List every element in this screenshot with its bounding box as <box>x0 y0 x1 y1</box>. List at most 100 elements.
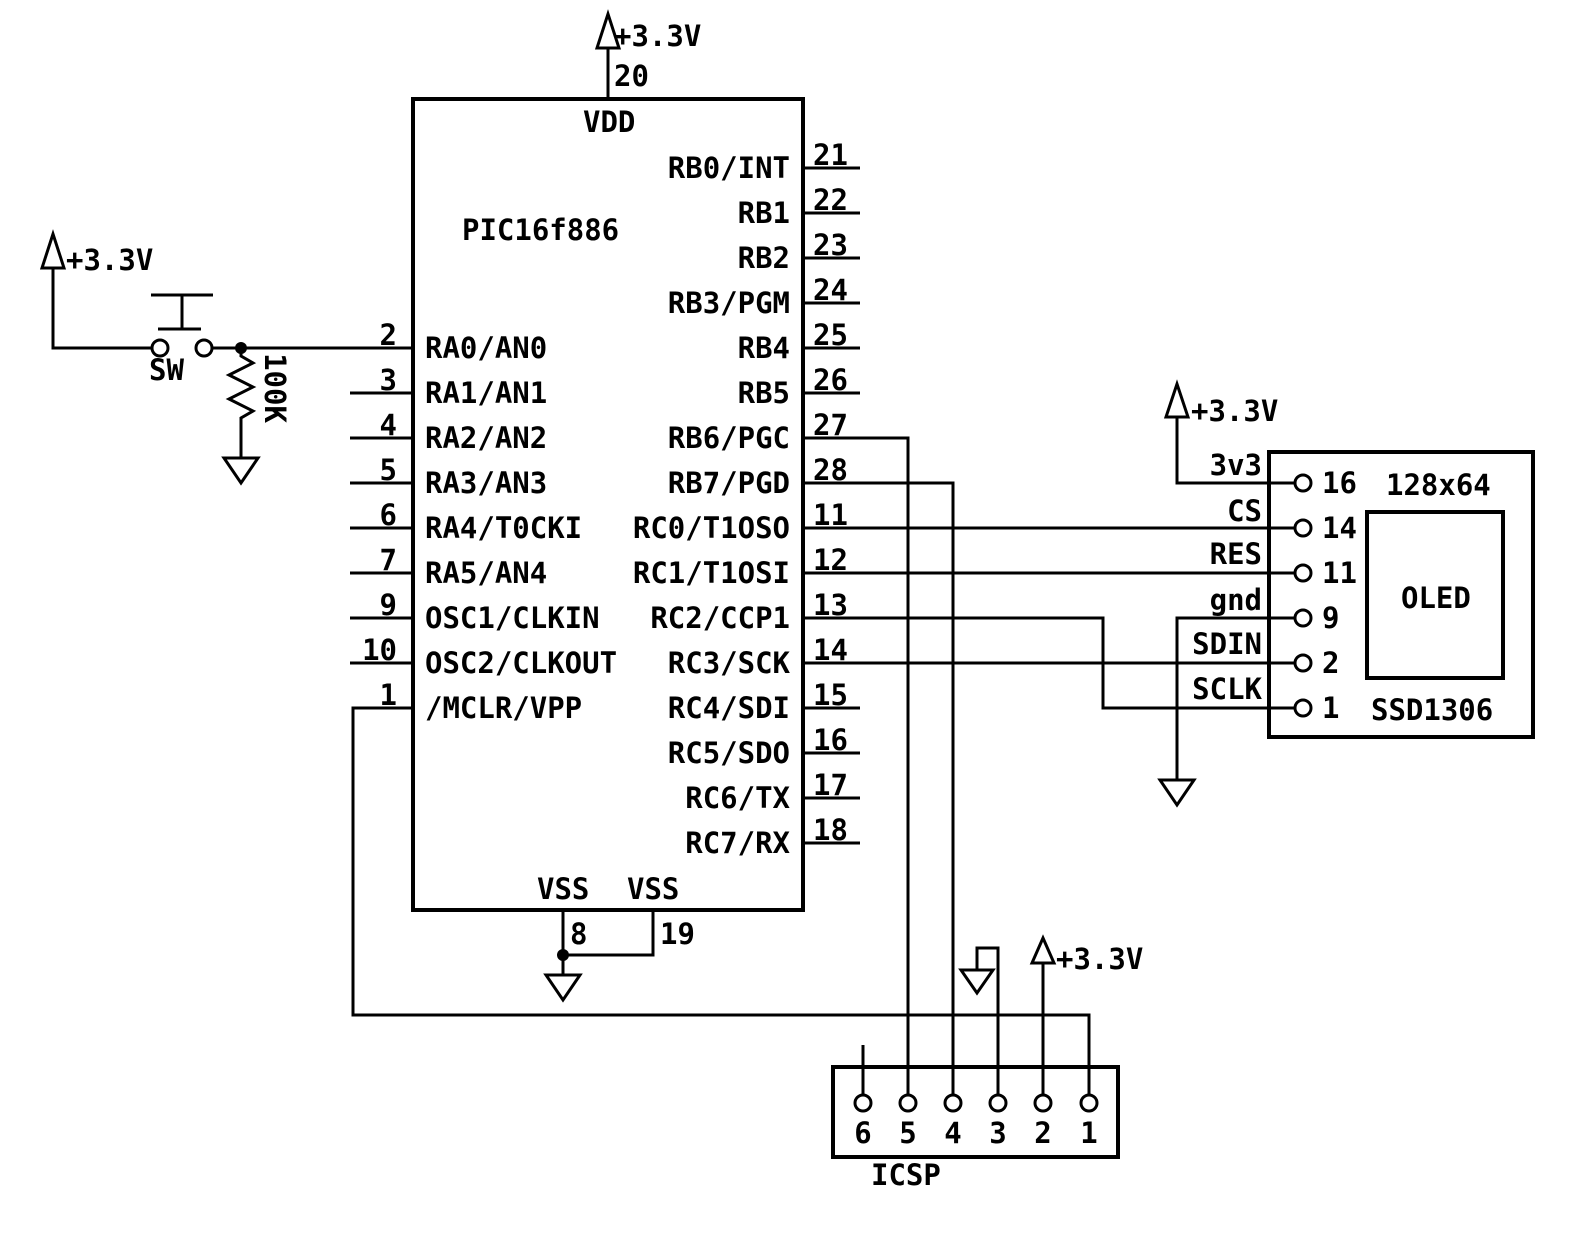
power-net-label: +3.3V <box>1056 942 1144 976</box>
icsp-pin-terminal <box>898 1093 918 1113</box>
mcu-pin-number: 11 <box>813 498 848 532</box>
icsp-pin-terminal <box>988 1093 1008 1113</box>
mcu-pin-number: 5 <box>379 453 397 487</box>
mcu-vdd-label: VDD <box>583 105 636 139</box>
mcu-pin-number: 12 <box>813 543 848 577</box>
mcu-pin-number: 17 <box>813 768 848 802</box>
mcu-pin-number: 24 <box>813 273 848 307</box>
wire-rb7-pgd-to-icsp4 <box>803 481 955 1095</box>
mcu-pin-name: RB4 <box>737 331 790 365</box>
resistor-symbol <box>225 348 257 458</box>
mcu-pin-number: 9 <box>379 588 397 622</box>
oled-pin-terminal <box>1293 653 1313 673</box>
power-net-label: +3.3V <box>1191 394 1279 428</box>
icsp-pin-number: 6 <box>854 1116 872 1150</box>
oled-size-label: 128x64 <box>1386 468 1491 502</box>
mcu-pin-number: 25 <box>813 318 848 352</box>
junction-dot <box>557 949 569 961</box>
oled-pin-terminal <box>1293 518 1313 538</box>
mcu-pin-name: RB3/PGM <box>667 286 790 320</box>
mcu-pin-name: RC1/T1OSI <box>632 556 790 590</box>
wire-vss19 <box>563 910 655 957</box>
wire-icsp3-gnd <box>975 946 1000 1095</box>
junction-dot <box>235 342 247 354</box>
ground-symbol-icon <box>1157 778 1197 808</box>
oled-screen-label: OLED <box>1401 581 1471 615</box>
mcu-pin-name: RA2/AN2 <box>425 421 548 455</box>
icsp-header-label: ICSP <box>871 1158 941 1192</box>
mcu-pin-number: 2 <box>379 318 397 352</box>
oled-pin-terminal <box>1293 698 1313 718</box>
mcu-pin-name: RA5/AN4 <box>425 556 548 590</box>
oled-pin-label: CS <box>1227 494 1262 528</box>
wire-oled-3v3 <box>1175 417 1295 485</box>
oled-module-outline <box>1267 450 1535 739</box>
mcu-pin-name: RC3/SCK <box>667 646 790 680</box>
oled-pin-label: SDIN <box>1192 627 1262 661</box>
mcu-pin-name: RC4/SDI <box>667 691 790 725</box>
icsp-pin-number: 3 <box>989 1116 1007 1150</box>
mcu-pin-name: RC2/CCP1 <box>650 601 790 635</box>
power-arrow-icon <box>1029 934 1057 965</box>
oled-pin-terminal <box>1293 473 1313 493</box>
pushbutton-contact <box>150 338 170 358</box>
mcu-pin-number: 8 <box>570 917 588 951</box>
power-net-label: +3.3V <box>614 19 702 53</box>
wire-oled-gnd <box>1175 616 1295 780</box>
power-arrow-icon <box>39 229 67 270</box>
oled-screen-outline <box>1365 510 1505 680</box>
mcu-pin-number: 3 <box>379 363 397 397</box>
mcu-pin-name: RA4/T0CKI <box>425 511 583 545</box>
mcu-pin-number: 16 <box>813 723 848 757</box>
mcu-pin-number: 22 <box>813 183 848 217</box>
oled-pin-number: 9 <box>1322 601 1340 635</box>
mcu-pin-name: RB2 <box>737 241 790 275</box>
mcu-vss-label: VSS <box>627 872 680 906</box>
icsp-pin-number: 5 <box>899 1116 917 1150</box>
mcu-pin-name: OSC1/CLKIN <box>425 601 600 635</box>
oled-pin-terminal <box>1293 608 1313 628</box>
oled-pin-label: SCLK <box>1192 672 1262 706</box>
power-arrow-icon <box>594 9 622 50</box>
oled-pin-label: gnd <box>1209 583 1262 617</box>
oled-driver-label: SSD1306 <box>1371 693 1494 727</box>
mcu-pin-name: RC5/SDO <box>667 736 790 770</box>
mcu-part-number: PIC16f886 <box>462 213 620 247</box>
mcu-pin-number: 28 <box>813 453 848 487</box>
oled-pin-number: 2 <box>1322 646 1340 680</box>
oled-pin-number: 1 <box>1322 691 1340 725</box>
mcu-pin-number: 7 <box>379 543 397 577</box>
icsp-pin-number: 2 <box>1034 1116 1052 1150</box>
mcu-pin-name: RB7/PGD <box>667 466 790 500</box>
wire-left-power <box>51 268 152 350</box>
power-arrow-icon <box>1163 379 1191 419</box>
mcu-pin-name: RC0/T1OSO <box>632 511 790 545</box>
icsp-pin-terminal <box>1079 1093 1099 1113</box>
mcu-pin-number: 15 <box>813 678 848 712</box>
oled-pin-terminal <box>1293 563 1313 583</box>
icsp-pin-terminal <box>943 1093 963 1113</box>
mcu-pin-name: RB6/PGC <box>667 421 790 455</box>
pushbutton-contact <box>194 338 214 358</box>
ground-symbol-icon <box>958 968 996 996</box>
mcu-pin-number: 1 <box>379 678 397 712</box>
oled-pin-label: 3v3 <box>1209 448 1262 482</box>
power-net-label: +3.3V <box>66 243 154 277</box>
icsp-pin-terminal <box>1033 1093 1053 1113</box>
icsp-pin-number: 4 <box>944 1116 962 1150</box>
mcu-pin-number: 20 <box>614 59 649 93</box>
mcu-pin-number: 21 <box>813 138 848 172</box>
mcu-pin-number: 23 <box>813 228 848 262</box>
mcu-pin-number: 4 <box>379 408 397 442</box>
resistor-value: 100K <box>258 353 292 423</box>
mcu-pin-name: OSC2/CLKOUT <box>425 646 618 680</box>
wire-rb6-pgc-to-icsp5 <box>803 436 910 1095</box>
mcu-pin-name: /MCLR/VPP <box>425 691 583 725</box>
mcu-pin-name: RB5 <box>737 376 790 410</box>
mcu-pin-name: RA0/AN0 <box>425 331 548 365</box>
oled-pin-label: RES <box>1209 537 1262 571</box>
mcu-pin-name: RA1/AN1 <box>425 376 548 410</box>
wire-mclr-to-icsp1 <box>351 706 1091 1095</box>
